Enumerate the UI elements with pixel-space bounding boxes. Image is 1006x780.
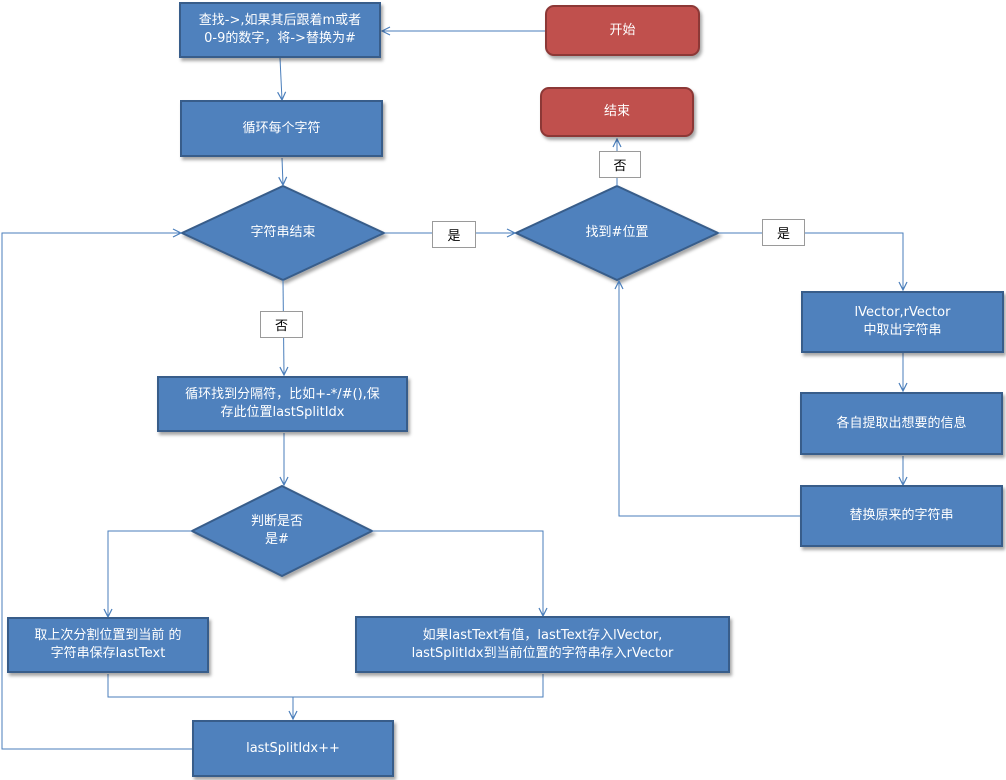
find-separator-label: 循环找到分隔符，比如+-*/#(),保 存此位置lastSplitIdx: [185, 387, 380, 420]
find-separator-process: 循环找到分隔符，比如+-*/#(),保 存此位置lastSplitIdx: [157, 376, 408, 432]
line-left-to-merge: [107, 674, 293, 698]
edge-label-string-end-no: 否: [260, 311, 303, 338]
arrow-replace-back-to-find-hash: [619, 281, 801, 517]
replace-original-process: 替换原来的字符串: [800, 485, 1003, 547]
arrow-increment-loop-back: [1, 233, 192, 750]
arrow-find-hash-yes: [718, 232, 903, 290]
end-label: 结束: [603, 104, 630, 119]
replace-arrow-label: 查找->,如果其后跟着m或者 0-9的数字，将->替换为#: [198, 13, 362, 46]
extract-vectors-label: lVector,rVector 中取出字符串: [854, 305, 951, 338]
take-last-text-process: 取上次分割位置到当前 的 字符串保存lastText: [7, 617, 209, 673]
start-label: 开始: [609, 22, 636, 38]
arrow-replace-to-loop: [280, 57, 282, 100]
decision-diamond-is-hash: [189, 484, 375, 578]
store-vectors-label: 如果lastText有值，lastText存入lVector, lastSpli…: [411, 627, 674, 661]
increment-label: lastSplitIdx++: [246, 740, 340, 756]
loop-chars-label: 循环每个字符: [242, 120, 321, 136]
increment-process: lastSplitIdx++: [192, 720, 394, 777]
loop-chars-process: 循环每个字符: [180, 100, 383, 157]
string-end-decision-label: 字符串结束: [250, 225, 316, 240]
replace-arrow-process: 查找->,如果其后跟着m或者 0-9的数字，将->替换为#: [179, 2, 381, 58]
edge-label-find-hash-yes: 是: [762, 219, 805, 246]
start-terminal: 开始: [545, 5, 700, 56]
store-vectors-process: 如果lastText有值，lastText存入lVector, lastSpli…: [355, 616, 730, 673]
extract-info-label: 各自提取出想要的信息: [836, 415, 967, 431]
arrow-is-hash-left: [108, 530, 192, 617]
arrow-loop-to-string-end: [282, 157, 283, 185]
end-terminal: 结束: [540, 87, 694, 137]
line-right-to-merge: [293, 674, 544, 698]
edge-label-find-hash-no: 否: [599, 151, 641, 178]
find-hash-decision-label: 找到#位置: [585, 225, 649, 240]
take-last-text-label: 取上次分割位置到当前 的 字符串保存lastText: [34, 628, 182, 661]
is-hash-decision-label: 判断是否 是#: [250, 514, 303, 547]
replace-original-label: 替换原来的字符串: [849, 508, 954, 523]
extract-info-process: 各自提取出想要的信息: [800, 392, 1003, 455]
extract-vectors-process: lVector,rVector 中取出字符串: [801, 291, 1004, 353]
arrow-is-hash-right: [372, 530, 543, 616]
edge-label-string-end-yes: 是: [432, 221, 476, 248]
